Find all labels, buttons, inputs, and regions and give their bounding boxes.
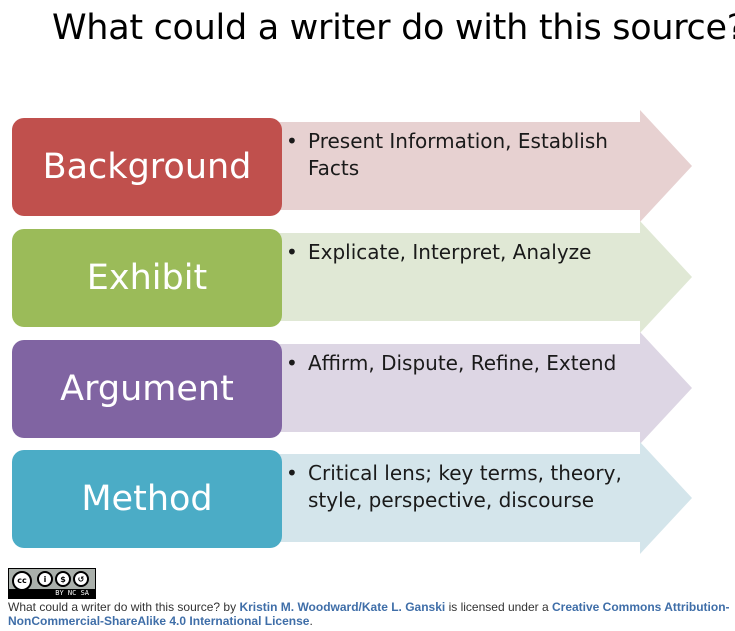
bullet-icon: • <box>286 129 298 153</box>
bullet-item: • Critical lens; key terms, theory, style… <box>286 460 636 514</box>
bullet-item: • Explicate, Interpret, Analyze <box>286 239 636 266</box>
cc-by-nc-sa-icon[interactable]: cc i $ ↺ BY NC SA <box>8 568 96 599</box>
category-box: Exhibit <box>12 229 282 327</box>
bullet-icon: • <box>286 351 298 375</box>
category-label: Method <box>81 479 213 519</box>
arrow-shape <box>270 110 692 222</box>
bullet-text: Present Information, Establish Facts <box>308 129 608 180</box>
row-method: Method • Critical lens; key terms, theory… <box>0 442 735 556</box>
badge-text: BY NC SA <box>9 589 95 598</box>
row-exhibit: Exhibit • Explicate, Interpret, Analyze <box>0 221 735 335</box>
bullet-item: • Affirm, Dispute, Refine, Extend <box>286 350 636 377</box>
work-title: What could a writer do with this source? <box>8 600 221 614</box>
bullet-icon: • <box>286 461 298 485</box>
bullet-item: • Present Information, Establish Facts <box>286 128 636 182</box>
period: . <box>309 614 313 628</box>
arrow-shape <box>270 442 692 554</box>
license-link[interactable]: Creative Commons Attribution-NonCommerci… <box>8 600 730 628</box>
nc-icon: $ <box>55 571 71 587</box>
bullet-text: Affirm, Dispute, Refine, Extend <box>308 351 617 375</box>
category-box: Method <box>12 450 282 548</box>
category-label: Background <box>42 147 252 187</box>
arrow-shape <box>270 332 692 444</box>
category-box: Argument <box>12 340 282 438</box>
licensed-text: is licensed under a <box>445 600 552 614</box>
cc-icon: cc <box>12 571 32 591</box>
sa-icon: ↺ <box>73 571 89 587</box>
by-text: by <box>220 600 240 614</box>
bullet-text: Explicate, Interpret, Analyze <box>308 240 592 264</box>
category-box: Background <box>12 118 282 216</box>
bullet-icon: • <box>286 240 298 264</box>
slide-title: What could a writer do with this source? <box>52 8 735 48</box>
bullet-text: Critical lens; key terms, theory, style,… <box>308 461 622 512</box>
license-footer: What could a writer do with this source?… <box>8 600 733 628</box>
authors-link[interactable]: Kristin M. Woodward/Kate L. Ganski <box>239 600 446 614</box>
category-label: Exhibit <box>86 258 208 298</box>
row-argument: Argument • Affirm, Dispute, Refine, Exten… <box>0 332 735 446</box>
arrow-shape <box>270 221 692 333</box>
row-background: Background • Present Information, Establi… <box>0 110 735 224</box>
category-label: Argument <box>60 369 234 409</box>
by-icon: i <box>37 571 53 587</box>
